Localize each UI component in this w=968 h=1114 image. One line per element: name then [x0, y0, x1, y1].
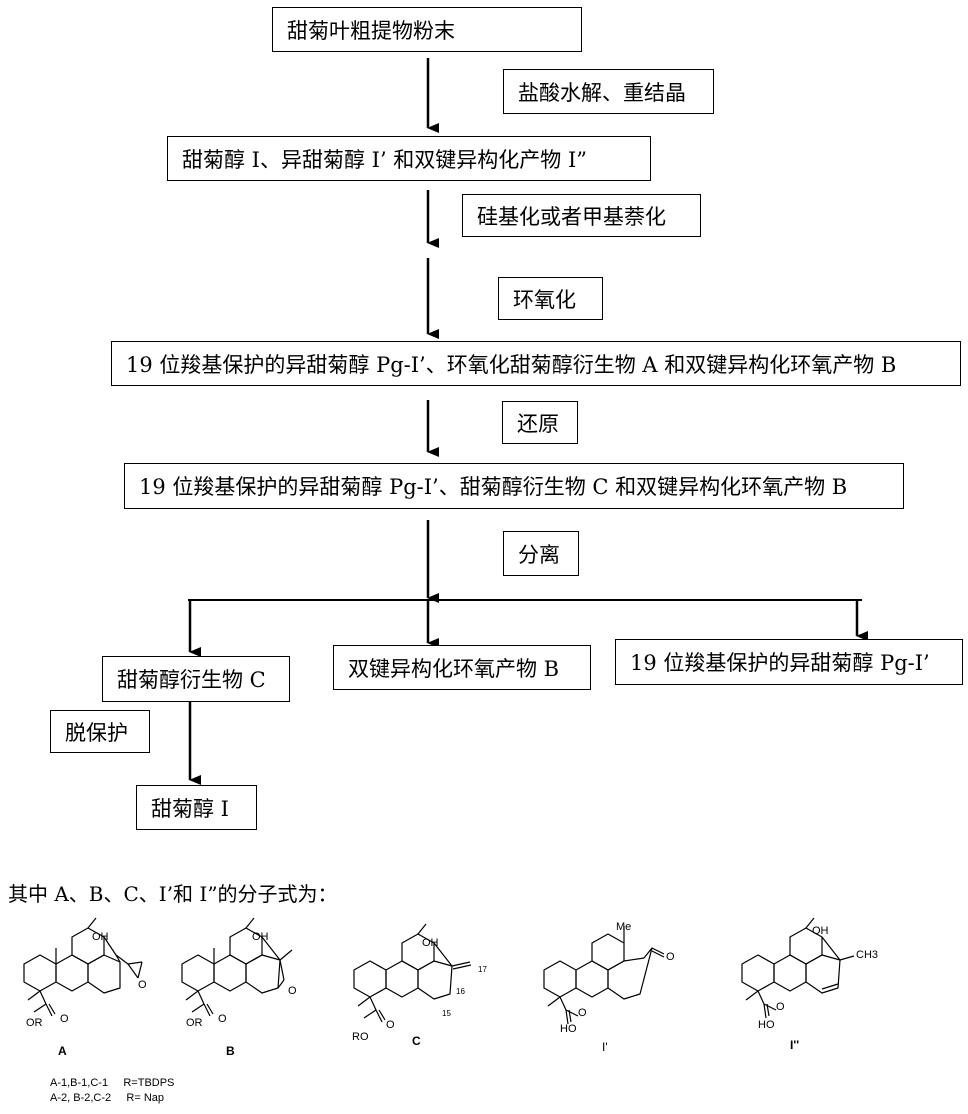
- c-carbonyl-o: O: [386, 1019, 395, 1031]
- idp-ho: HO: [758, 1019, 775, 1031]
- iprime-ho: HO: [560, 1023, 577, 1035]
- idp-ch3: CH3: [856, 949, 878, 961]
- iprime-carbonyl-o: O: [578, 1007, 587, 1019]
- label-a: A: [58, 1044, 67, 1058]
- structure-c: [354, 924, 471, 1022]
- c-17: 17: [478, 965, 487, 974]
- label-c: C: [412, 1034, 421, 1048]
- b-or: OR: [186, 1017, 203, 1029]
- iprime-me: Me: [616, 921, 631, 933]
- c-15: 15: [442, 1009, 451, 1018]
- a-oh: OH: [92, 931, 109, 943]
- b-carbonyl-o: O: [218, 1013, 227, 1025]
- c-ro: RO: [352, 1031, 369, 1043]
- a-carbonyl-o: O: [60, 1013, 69, 1025]
- idp-oh: OH: [812, 925, 829, 937]
- legend-line-2: A-2, B-2,C-2 R= Nap: [50, 1092, 164, 1104]
- b-oh: OH: [252, 931, 269, 943]
- label-i-prime: I': [602, 1040, 608, 1054]
- structure-i-prime: [544, 926, 664, 1024]
- label-i-double-prime: I'': [790, 1038, 799, 1052]
- a-epoxide-o: O: [138, 979, 147, 991]
- c-oh: OH: [422, 937, 439, 949]
- iprime-o: O: [666, 951, 675, 963]
- label-b: B: [226, 1044, 235, 1058]
- structure-b: [182, 918, 292, 1016]
- structure-i-double-prime: [742, 918, 854, 1018]
- a-or: OR: [26, 1017, 43, 1029]
- c-16: 16: [456, 987, 465, 996]
- idp-carbonyl-o: O: [776, 1001, 785, 1013]
- structure-a: [24, 918, 142, 1016]
- legend-line-1: A-1,B-1,C-1 R=TBDPS: [50, 1077, 174, 1089]
- b-epoxide-o: O: [288, 985, 297, 997]
